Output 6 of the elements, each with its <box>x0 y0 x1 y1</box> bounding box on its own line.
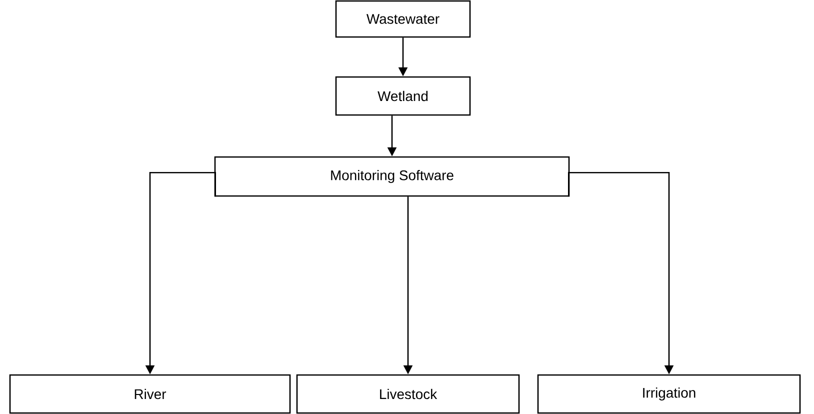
process-box: Wastewater <box>335 0 471 38</box>
process-box: Wetland <box>335 76 471 116</box>
process-box: Irrigation <box>537 374 801 414</box>
process-box: River <box>9 374 291 414</box>
process-box: Livestock <box>296 374 520 414</box>
process-box: Monitoring Software <box>214 156 570 197</box>
